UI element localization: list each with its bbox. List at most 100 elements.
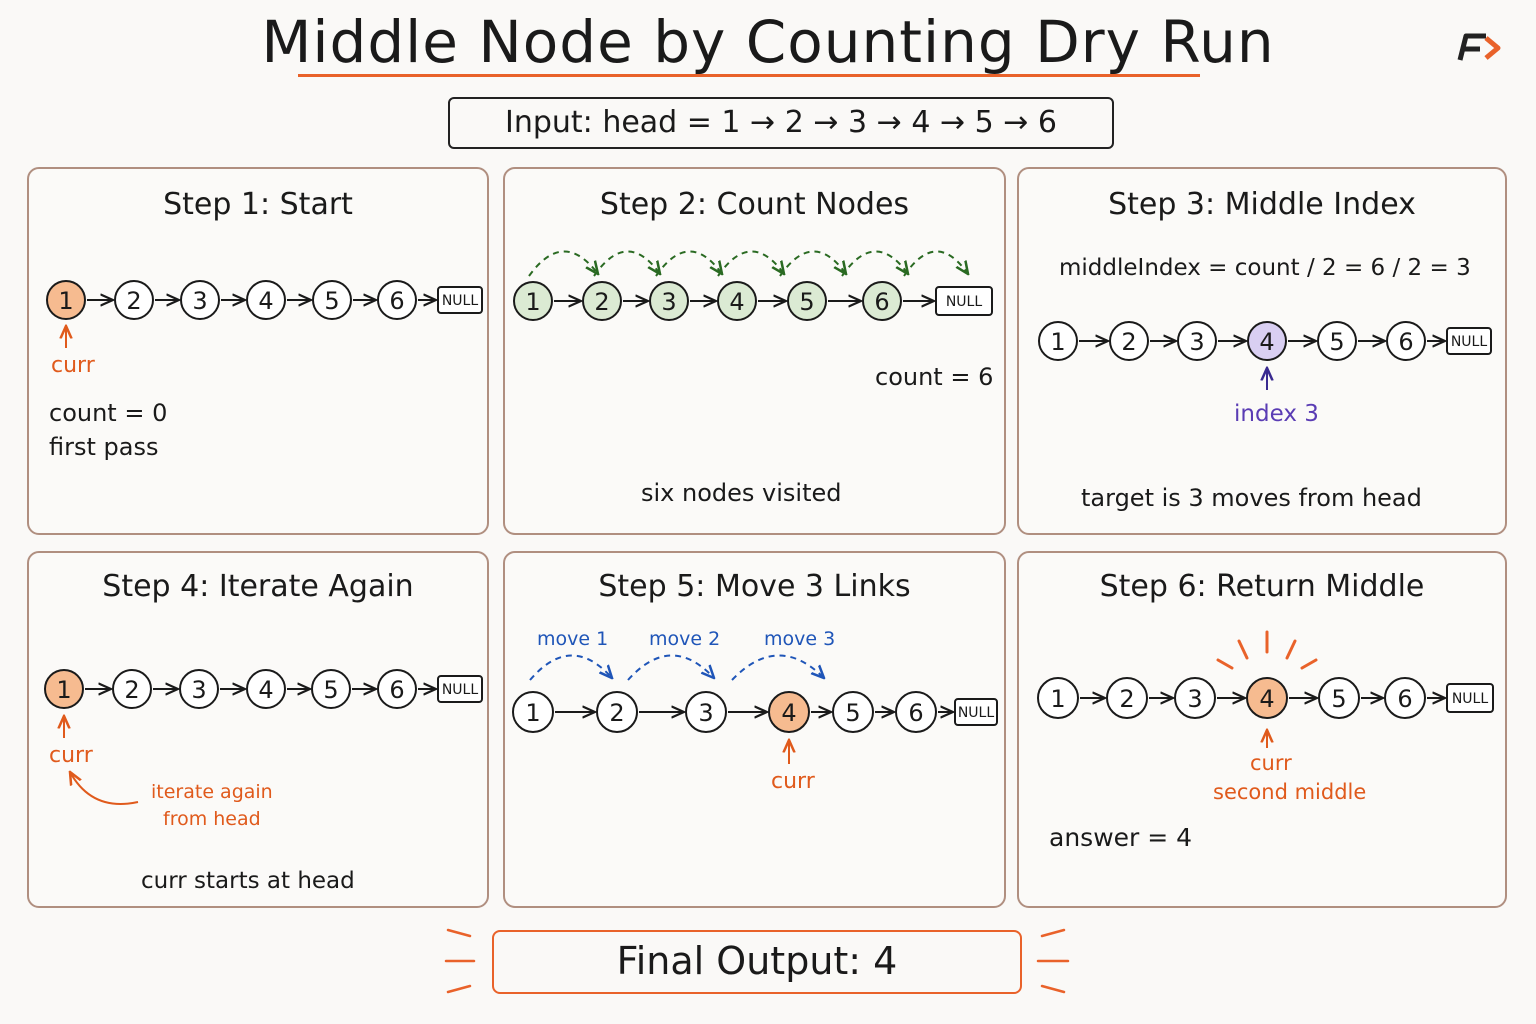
svg-text:2: 2 [126, 287, 141, 315]
list-node: 4 [246, 669, 286, 709]
null-terminator: NULL [437, 675, 483, 703]
panel-title: Step 2: Count Nodes [599, 187, 910, 222]
svg-text:3: 3 [191, 676, 206, 704]
panel-title: Step 6: Return Middle [1099, 569, 1425, 604]
svg-text:1: 1 [56, 676, 71, 704]
svg-text:NULL: NULL [1452, 691, 1489, 707]
svg-text:NULL: NULL [958, 705, 995, 721]
move-arrow [627, 654, 714, 681]
caption: curr starts at head [141, 868, 355, 894]
list-node: 6 [1384, 677, 1426, 719]
list-node: 6 [862, 281, 902, 321]
pointer-label: curr [49, 743, 93, 768]
emphasis-ray [1040, 984, 1066, 994]
svg-text:3: 3 [1187, 685, 1202, 713]
panel-step-1: Step 1: Start curr count = 0 first pass [27, 167, 489, 535]
list-node: 5 [311, 669, 351, 709]
svg-text:4: 4 [258, 676, 273, 704]
svg-text:4: 4 [1259, 685, 1274, 713]
svg-text:NULL: NULL [442, 682, 479, 698]
pass-text: first pass [49, 433, 159, 461]
list-node: 3 [685, 691, 727, 733]
pointer-label: curr [1250, 751, 1292, 775]
svg-text:4: 4 [729, 288, 744, 316]
input-box: Input: head = 1 → 2 → 3 → 4 → 5 → 6 [448, 97, 1114, 149]
emphasis-ray [446, 984, 472, 994]
pointer-label: index 3 [1234, 401, 1319, 427]
formula-text: middleIndex = count / 2 = 6 / 2 = 3 [1059, 255, 1471, 281]
highlight-ray [1216, 658, 1234, 670]
svg-text:NULL: NULL [1451, 334, 1488, 350]
null-terminator: NULL [1446, 327, 1492, 355]
null-terminator: NULL [954, 698, 998, 726]
pointer-label: curr [51, 353, 95, 378]
final-output: Final Output: 4 [492, 930, 1022, 994]
count-text: count = 6 [875, 363, 994, 391]
svg-text:NULL: NULL [946, 294, 983, 310]
panel-title: Step 1: Start [163, 187, 353, 222]
highlight-ray [1300, 658, 1318, 670]
list-node: 3 [180, 280, 220, 320]
note-line-1: iterate again [151, 781, 273, 803]
panel-title: Step 5: Move 3 Links [598, 569, 911, 604]
svg-text:1: 1 [58, 287, 73, 315]
list-node: 5 [1317, 321, 1357, 361]
list-node: 2 [1109, 321, 1149, 361]
panel-step-4: Step 4: Iterate Again curr iterate again… [27, 551, 489, 908]
svg-text:5: 5 [1329, 328, 1344, 356]
iterate-again-arrow [70, 772, 139, 805]
highlight-ray [1237, 639, 1249, 660]
pointer-subtitle: second middle [1213, 780, 1367, 804]
list-node: 3 [1174, 677, 1216, 719]
svg-text:5: 5 [845, 699, 860, 727]
null-terminator: NULL [935, 286, 993, 316]
count-hop-arrow [841, 250, 908, 277]
count-text: count = 0 [49, 399, 168, 427]
list-node: 2 [1106, 677, 1148, 719]
panel-step-6: Step 6: Return Middle curr second middle… [1017, 551, 1507, 908]
svg-text:2: 2 [124, 676, 139, 704]
emphasis-ray [446, 928, 472, 938]
svg-text:3: 3 [661, 288, 676, 316]
svg-text:2: 2 [609, 699, 624, 727]
list-node: 3 [649, 281, 689, 321]
brand-logo-icon [1457, 33, 1501, 61]
svg-text:4: 4 [1259, 328, 1274, 356]
count-hop-arrow [655, 250, 722, 277]
svg-text:4: 4 [258, 287, 273, 315]
svg-text:6: 6 [389, 676, 404, 704]
list-node: 4 [768, 691, 810, 733]
panel-title: Step 3: Middle Index [1108, 187, 1416, 222]
list-node: 2 [582, 281, 622, 321]
list-node: 6 [377, 669, 417, 709]
svg-text:6: 6 [1398, 328, 1413, 356]
svg-text:6: 6 [874, 288, 889, 316]
list-node: 3 [179, 669, 219, 709]
emphasis-ray [1040, 928, 1066, 938]
svg-text:5: 5 [799, 288, 814, 316]
list-node: 6 [895, 691, 937, 733]
panel-title: Step 4: Iterate Again [102, 569, 414, 604]
svg-text:4: 4 [781, 699, 796, 727]
svg-text:3: 3 [698, 699, 713, 727]
svg-text:1: 1 [1050, 328, 1065, 356]
list-node: 5 [787, 281, 827, 321]
list-node: 4 [1247, 321, 1287, 361]
list-node: 1 [513, 281, 553, 321]
list-node: 3 [1177, 321, 1217, 361]
count-hop-arrow [779, 250, 846, 277]
list-node: 1 [44, 669, 84, 709]
list-node: 1 [1037, 677, 1079, 719]
list-node: 6 [1386, 321, 1426, 361]
svg-text:5: 5 [1331, 685, 1346, 713]
list-node: 1 [1038, 321, 1078, 361]
list-node: 5 [312, 280, 352, 320]
highlight-ray [1285, 639, 1297, 660]
null-terminator: NULL [437, 286, 483, 314]
move-label: move 3 [764, 628, 836, 650]
svg-text:6: 6 [1397, 685, 1412, 713]
pointer-label: curr [771, 769, 815, 794]
panel-step-2: Step 2: Count Nodes count = 6 six nodes … [503, 167, 1006, 535]
null-terminator: NULL [1446, 683, 1494, 713]
